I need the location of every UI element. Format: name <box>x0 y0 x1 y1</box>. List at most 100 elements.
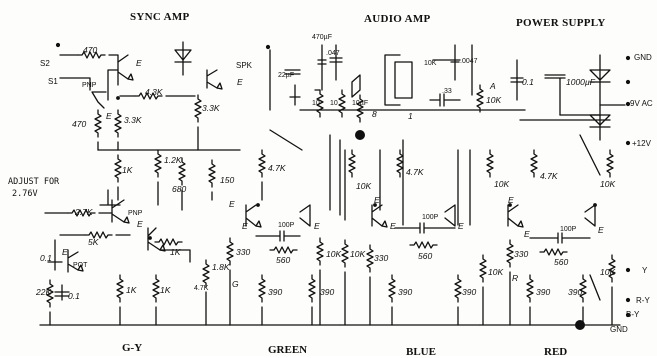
label-c-100p-blue: 100P <box>422 214 439 221</box>
terminal-b-y: B-Y <box>626 310 640 319</box>
label-e-pnp: E <box>137 219 143 229</box>
label-r-330-blue: 330 <box>374 253 389 263</box>
label-r-150: 150 <box>220 175 235 185</box>
terminal-gnd-bottom: GND <box>610 325 628 334</box>
label-r-1k-c: 1K <box>126 285 137 295</box>
label-c-33: .33 <box>442 88 452 95</box>
label-e-sync-1: E <box>136 58 142 68</box>
note-pnp-2: PNP <box>128 210 143 217</box>
title-audio-amp: AUDIO AMP <box>364 13 431 25</box>
label-e-audio-1: E <box>237 77 243 87</box>
label-r-10k-blue-2: 10K <box>350 249 366 259</box>
terminal-gnd-top: GND <box>634 53 652 62</box>
label-r-4-7k-green: 4.7K <box>268 163 286 173</box>
note-pot: POT <box>73 262 88 269</box>
power-supply-circuit <box>519 54 626 176</box>
label-e-red-3: E <box>598 225 604 235</box>
audio-amp-circuit <box>269 44 526 226</box>
label-c-047: .047 <box>326 50 340 57</box>
label-c-10uf: 10µF <box>352 100 369 107</box>
label-r-2-7k: 2.7K <box>75 207 93 217</box>
terminal-s1: S1 <box>48 77 58 86</box>
label-r-330-green: 330 <box>236 247 251 257</box>
label-e-sync-3: E <box>62 247 68 257</box>
label-green: GREEN <box>268 344 308 356</box>
label-pin-8: 8 <box>372 109 377 119</box>
label-e-green-2: E <box>242 221 248 231</box>
label-r-3-3k-b: 3.3K <box>202 103 220 113</box>
label-r-4-7k-sync: 4.7K <box>194 285 209 292</box>
label-c-22uf: 22µF <box>278 72 295 79</box>
green-stage-circuit <box>226 149 341 326</box>
note-adjust-for: ADJUST FOR <box>8 177 60 187</box>
junction-dots <box>55 42 631 330</box>
label-r-560-red: 560 <box>554 257 569 267</box>
label-c-0-1-a: 0.1 <box>40 253 52 263</box>
label-c-0-1-b: 0.1 <box>68 291 80 301</box>
label-r-10k-red-3: 10K <box>600 267 616 277</box>
label-r-390-green-1: 390 <box>268 287 283 297</box>
label-c-0047: .0047 <box>460 58 478 65</box>
label-g: G <box>232 279 239 289</box>
label-e-blue-3: E <box>458 221 464 231</box>
label-e-red-1: E <box>508 195 514 205</box>
label-pin-1: 1 <box>408 111 413 121</box>
label-r-390-blue-1: 390 <box>398 287 413 297</box>
label-r-390-red-2: 390 <box>568 287 583 297</box>
label-blue: BLUE <box>406 346 436 358</box>
sync-amp-circuit <box>39 41 241 326</box>
label-r-10k-blue-1: 10K <box>356 181 372 191</box>
label-c-0-1-ps: 0.1 <box>522 77 534 87</box>
label-r-4-3k: 4.3K <box>145 87 163 97</box>
label-g-y: G-Y <box>122 342 143 354</box>
label-r-560-green: 560 <box>276 255 291 265</box>
label-r-10-a: 10 <box>312 100 320 107</box>
label-r-1k-d: 1K <box>160 285 171 295</box>
note-pnp-1: PNP <box>82 82 97 89</box>
label-r-4-7k-blue: 4.7K <box>406 167 424 177</box>
label-c-100p-green: 100P <box>278 222 295 229</box>
label-r: R <box>512 273 519 283</box>
label-c-100p-red: 100P <box>560 226 577 233</box>
label-e-red-2: E <box>524 229 530 239</box>
label-r-22k: 22K <box>36 287 52 297</box>
label-r-390-green-2: 390 <box>320 287 335 297</box>
label-c-470uf: 470µF <box>312 34 332 41</box>
label-c-1000uf: 1000µF <box>566 77 595 87</box>
terminal-spk: SPK <box>236 61 253 70</box>
terminal-r-y: R-Y <box>636 296 650 305</box>
red-stage-circuit <box>479 149 621 326</box>
label-r-470-left: 470 <box>72 119 87 129</box>
terminal-12v: +12V <box>632 139 651 148</box>
label-r-680: 680 <box>172 184 187 194</box>
label-e-sync-2: E <box>106 111 112 121</box>
label-e-green-3: E <box>314 221 320 231</box>
label-r-10k-audio: 10K <box>424 60 437 67</box>
label-r-10-b: 10 <box>330 100 338 107</box>
label-r-10k-a: 10K <box>486 95 502 105</box>
label-r-10k-red-2: 10K <box>488 267 504 277</box>
label-r-470-top: 470 <box>83 45 98 55</box>
label-r-10k-red-1: 10K <box>494 179 510 189</box>
terminal-9v-ac: 9V AC <box>630 99 653 108</box>
label-r-1k-b: 1K <box>170 247 181 257</box>
label-e-blue-2: E <box>390 221 396 231</box>
label-r-390-red-1: 390 <box>536 287 551 297</box>
label-r-330-red: 330 <box>514 249 529 259</box>
label-r-4-7k-red: 4.7K <box>540 171 558 181</box>
label-r-560-blue: 560 <box>418 251 433 261</box>
note-adjust-voltage: 2.76V <box>12 189 38 199</box>
label-r-1-2k: 1.2K <box>164 155 182 165</box>
label-r-5k: 5K <box>88 237 99 247</box>
terminal-s2: S2 <box>40 59 50 68</box>
label-r-10k-green: 10K <box>326 249 342 259</box>
label-r-390-blue-2: 390 <box>462 287 477 297</box>
blue-stage-circuit <box>339 149 481 326</box>
label-r-1-8k: 1.8K <box>212 262 230 272</box>
label-r-3-3k-a: 3.3K <box>124 115 142 125</box>
label-a: A <box>490 81 496 91</box>
label-e-green-1: E <box>229 199 235 209</box>
label-red: RED <box>544 346 568 358</box>
